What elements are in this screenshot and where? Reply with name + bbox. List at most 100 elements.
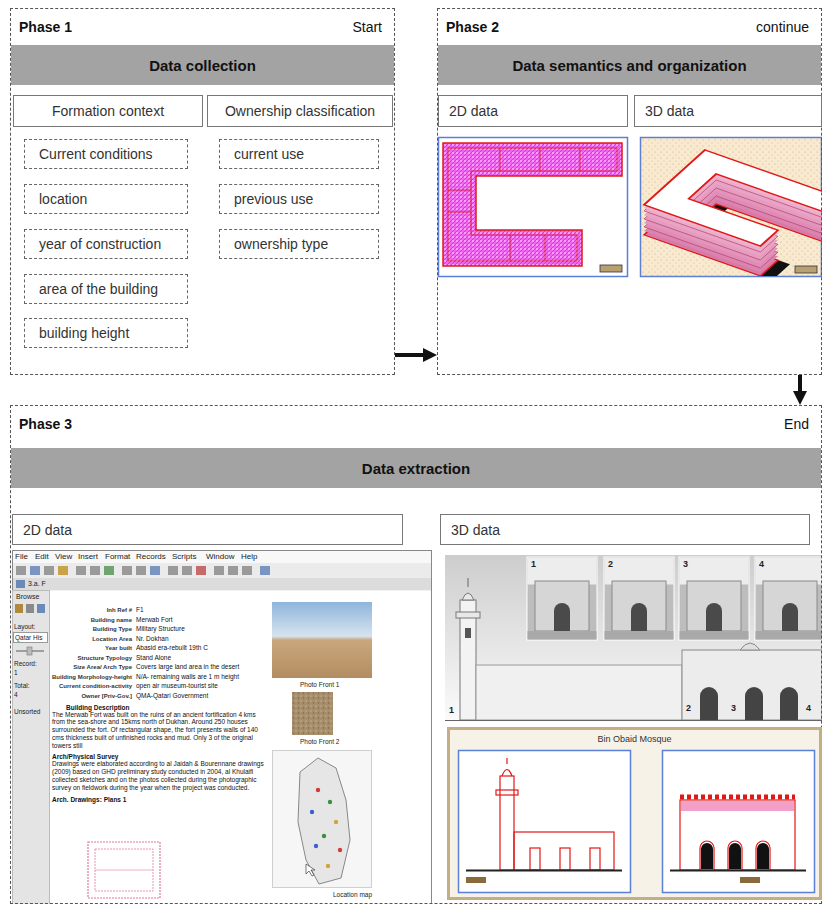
attribute-box: location [24, 184, 188, 214]
sidebar-label: Total: [14, 682, 30, 689]
field-value: Nr. Dokhan [136, 635, 268, 643]
image-caption: Photo Front 1 [300, 681, 339, 688]
field-label: Current condition-activity [52, 682, 132, 690]
label-slot: 1 [531, 559, 536, 569]
text-row: Data collection [11, 45, 394, 85]
text-row: 3D data [635, 96, 821, 126]
text-row: previous use [220, 185, 378, 213]
attribute-item: location [39, 191, 87, 207]
callout-number: 1 [531, 559, 536, 569]
field-value: F1 [136, 606, 268, 614]
drawing-title: Bin Obaid Mosque [597, 734, 671, 744]
callout-number: 4 [759, 559, 764, 569]
field-value: open air museum-tourist site [136, 682, 268, 690]
phase-band: Data semantics and organization [438, 45, 821, 85]
attribute-box: current use [219, 139, 379, 169]
image-caption: Location map [333, 891, 372, 898]
callout-number: 4 [806, 703, 811, 713]
text-row: Phase 3End [11, 406, 821, 442]
menu-item: File [15, 552, 28, 561]
category-box: 3D data [634, 95, 822, 127]
menu-item: Help [241, 552, 257, 561]
category-box: 2D data [438, 95, 628, 127]
text-row: 2D data [13, 515, 402, 544]
category-box: Ownership classification [207, 95, 393, 127]
section-header: 3D data [451, 522, 500, 538]
menu-item: View [55, 552, 72, 561]
section-header: 2D data [449, 103, 498, 119]
label-slot: Insert [78, 552, 98, 561]
text-row: 2D data [439, 96, 627, 126]
field-label: Location Area [52, 635, 132, 643]
attribute-item: ownership type [234, 236, 328, 252]
category-box: 2D data [12, 514, 403, 545]
callout-number: 3 [731, 703, 736, 713]
label-slot: Records [136, 552, 166, 561]
callout-number: 1 [449, 705, 454, 715]
phase-status: continue [756, 19, 809, 35]
field-value: Stand Alone [136, 654, 268, 662]
text-row: building height [25, 319, 187, 347]
phase-panel: Phase 2 continueData semantics and organi… [437, 8, 822, 375]
field-label: Structure Typology [52, 654, 132, 662]
menu-item: Format [105, 552, 130, 561]
band-title: Data extraction [362, 460, 470, 477]
phase-label: Phase 2 [446, 19, 499, 35]
section-header: Ownership classification [225, 103, 375, 119]
label-slot: 4 [759, 559, 764, 569]
category-box: Formation context [13, 95, 203, 127]
label-slot: 4 [14, 691, 18, 698]
sidebar-label: Qatar His [15, 634, 42, 641]
description-text: The Merwab Fort was built on the ruins o… [52, 711, 268, 750]
label-slot: 1 [14, 669, 18, 676]
text-row: ownership type [220, 230, 378, 258]
label-slot: 2 [608, 559, 613, 569]
label-slot: Total: [14, 682, 30, 689]
field-label: Inh Ref # [52, 606, 132, 614]
label-slot: View [55, 552, 72, 561]
description-text: Drawings were elaborated according to al… [52, 760, 268, 791]
label-slot: Qatar His [15, 634, 42, 641]
attribute-item: current use [234, 146, 304, 162]
label-slot: Record: [14, 660, 37, 667]
label-slot: Location map [333, 891, 372, 898]
label-slot: 1 [449, 705, 454, 715]
phase-band: Data extraction [11, 448, 821, 488]
field-label: Building Type [52, 625, 132, 633]
field-label: Owner [Priv-Gov.] [52, 692, 132, 700]
phase-status: End [784, 416, 809, 432]
label-slot: Edit [35, 552, 49, 561]
attribute-box: ownership type [219, 229, 379, 259]
field-label: Year built [52, 644, 132, 652]
text-row: Phase 2 continue [438, 9, 821, 45]
phase-arrow [395, 353, 423, 357]
section-heading: Arch/Physical Survey [52, 753, 268, 760]
attribute-item: building height [39, 325, 129, 341]
section-header: Formation context [52, 103, 164, 119]
category-box: 3D data [440, 514, 810, 545]
menu-item: Insert [78, 552, 98, 561]
phase-arrow [798, 375, 802, 391]
field-label: Building name [52, 616, 132, 624]
attribute-box: area of the building [24, 274, 188, 304]
drawing-frame: Bin Obaid Mosque [447, 727, 822, 900]
text-row: Ownership classification [208, 96, 392, 126]
menu-item: Scripts [172, 552, 196, 561]
field-value: QMA-Qatari Government [136, 692, 268, 700]
attribute-box: Current conditions [24, 139, 188, 169]
menu-item: Window [206, 552, 234, 561]
text-row: Current conditions [25, 140, 187, 168]
sidebar-label: Layout: [14, 623, 35, 630]
label-slot: Browse [16, 593, 39, 601]
section-heading: Arch. Drawings: Plans 1 [52, 796, 268, 803]
phase-status: Start [352, 19, 382, 35]
label-slot: Layout: [14, 623, 35, 630]
field-value: Merwab Fort [136, 616, 268, 624]
callout-number: 2 [608, 559, 613, 569]
band-title: Data semantics and organization [512, 57, 746, 74]
field-value: Military Structure [136, 625, 268, 633]
label-slot: 3 [683, 559, 688, 569]
text-row: current use [220, 140, 378, 168]
field-value: Covers large land area in the desert [136, 663, 268, 671]
